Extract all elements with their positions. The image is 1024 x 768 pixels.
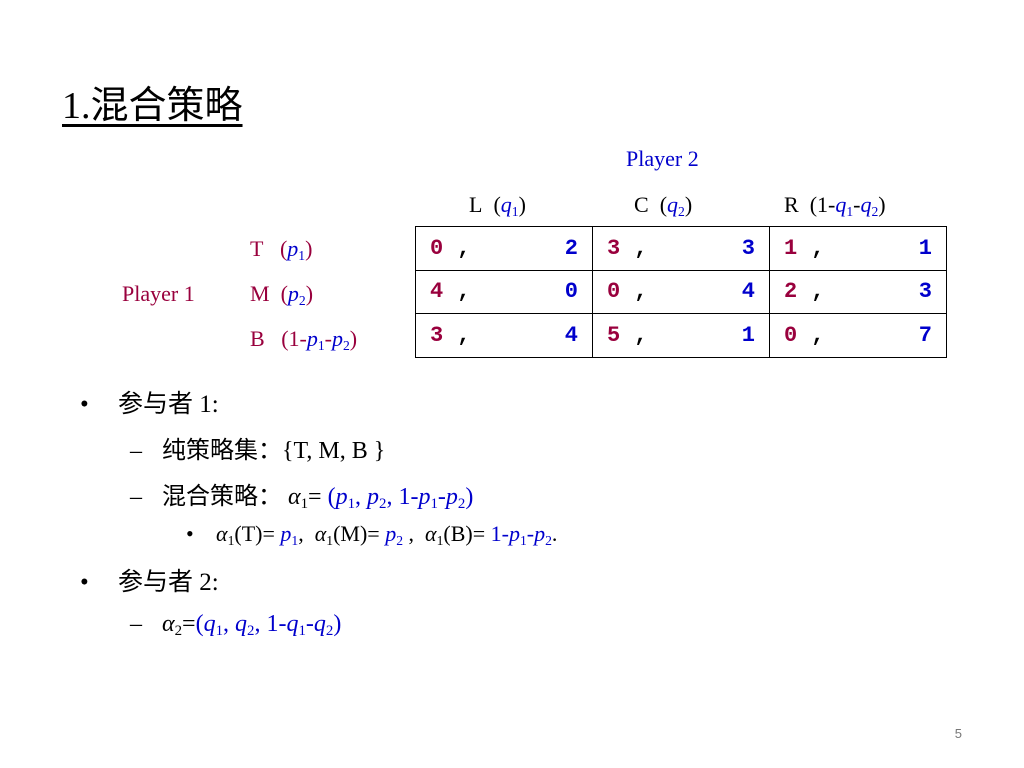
payoff-cell: 0,4 (592, 269, 770, 315)
payoff-player2: 4 (741, 279, 755, 305)
payoff-cell: 0,7 (769, 313, 947, 358)
slide-title: 1.混合策略 (62, 85, 243, 127)
payoff-separator: , (811, 323, 825, 349)
payoff-player1: 0 (784, 323, 798, 349)
column-header-C-label: C (634, 192, 649, 217)
player1-label: Player 1 (122, 281, 195, 306)
bullet-pure-strategies: –纯策略集：{T, M, B } (130, 430, 385, 465)
payoff-separator: , (457, 323, 471, 349)
payoff-player1: 5 (607, 323, 621, 349)
column-header-C: C (q2) (634, 192, 693, 219)
payoff-player2: 2 (564, 235, 578, 261)
payoff-cell: 2,3 (769, 269, 947, 315)
payoff-cell: 1,1 (769, 226, 947, 271)
column-header-R-label: R (784, 192, 799, 217)
payoff-player2: 4 (564, 323, 578, 349)
player2-heading: 参与者 2: (118, 569, 219, 596)
bullet-mixed-strategy: –混合策略： α1= (p1, p2, 1-p1-p2) (130, 476, 474, 513)
payoff-player1: 0 (607, 279, 621, 305)
payoff-matrix: 0,2 3,3 1,1 4,0 0,4 2,3 3,4 5,1 0,7 (415, 226, 947, 358)
bullet-player1: • 参与者 1: (80, 384, 219, 420)
column-header-L: L (q1) (469, 192, 526, 219)
player2-mixed-expr: α2=(q1, q2, 1-q1-q2) (162, 611, 342, 640)
mixed-components: α1(T)= p1, α1(M)= p2 , α1(B)= 1-p1-p2. (216, 521, 558, 548)
pure-strategy-set: {T, M, B } (282, 438, 386, 464)
bullet-mixed-components: • α1(T)= p1, α1(M)= p2 , α1(B)= 1-p1-p2. (186, 521, 557, 547)
payoff-player1: 1 (784, 235, 798, 261)
payoff-row-M: 4,0 0,4 2,3 (415, 269, 947, 315)
payoff-player2: 3 (918, 279, 932, 305)
dash-icon: – (130, 484, 142, 510)
bullet-dot-icon: • (186, 521, 194, 546)
payoff-separator: , (634, 323, 648, 349)
payoff-separator: , (811, 235, 825, 261)
mixed-strategy-expr: α1= (p1, p2, 1-p1-p2) (288, 484, 474, 513)
payoff-player2: 0 (564, 279, 578, 305)
dash-icon: – (130, 611, 142, 637)
bullet-dot-icon: • (80, 391, 89, 418)
payoff-player1: 3 (430, 323, 444, 349)
payoff-player2: 7 (918, 323, 932, 349)
row-header-M-label: M (250, 281, 270, 306)
payoff-player1: 4 (430, 279, 444, 305)
payoff-separator: , (457, 279, 471, 305)
page-number: 5 (954, 726, 962, 741)
payoff-separator: , (811, 279, 825, 305)
dash-icon: – (130, 438, 142, 464)
row-header-T: T (p1) (250, 236, 313, 263)
payoff-player1: 2 (784, 279, 798, 305)
payoff-player1: 3 (607, 235, 621, 261)
payoff-cell: 0,2 (415, 226, 593, 271)
pure-strategy-label: 纯策略集： (162, 438, 282, 464)
player1-heading: 参与者 1: (118, 391, 219, 418)
payoff-cell: 5,1 (592, 313, 770, 358)
payoff-separator: , (634, 279, 648, 305)
bullet-player2-mixed: –α2=(q1, q2, 1-q1-q2) (130, 611, 342, 640)
payoff-player2: 1 (918, 235, 932, 261)
payoff-cell: 3,3 (592, 226, 770, 271)
row-header-B: B (1-p1-p2) (250, 326, 358, 353)
row-header-M: M (p2) (250, 281, 314, 308)
row-header-B-label: B (250, 326, 265, 351)
bullet-player2: • 参与者 2: (80, 562, 219, 598)
payoff-player2: 1 (741, 323, 755, 349)
payoff-separator: , (634, 235, 648, 261)
payoff-row-B: 3,4 5,1 0,7 (415, 313, 947, 358)
row-header-T-label: T (250, 236, 264, 261)
mixed-strategy-label: 混合策略： (162, 484, 282, 510)
payoff-cell: 3,4 (415, 313, 593, 358)
payoff-cell: 4,0 (415, 269, 593, 315)
column-header-R: R (1-q1-q2) (784, 192, 886, 219)
player2-label: Player 2 (626, 146, 699, 171)
column-header-L-label: L (469, 192, 483, 217)
payoff-player2: 3 (741, 235, 755, 261)
bullet-dot-icon: • (80, 569, 89, 596)
payoff-row-T: 0,2 3,3 1,1 (415, 226, 947, 271)
payoff-separator: , (457, 235, 471, 261)
payoff-player1: 0 (430, 235, 444, 261)
